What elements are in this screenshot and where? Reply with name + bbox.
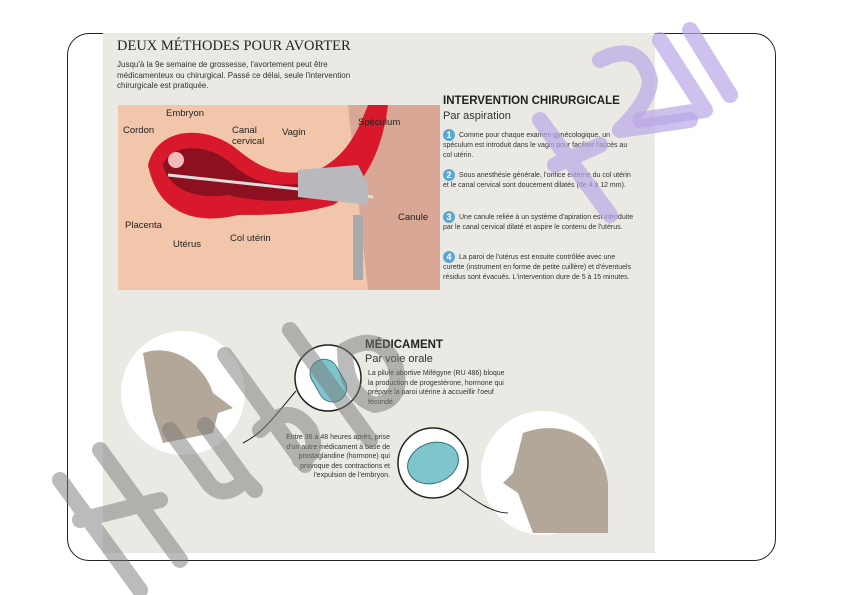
anatomy-illustration <box>148 105 440 290</box>
profile-head-right <box>503 428 608 533</box>
arrow-right <box>457 487 509 514</box>
label-canal-cervical: Canal cervical <box>232 125 265 147</box>
medical-heading: MÉDICAMENT <box>365 339 443 351</box>
label-speculum: Spéculum <box>358 117 401 128</box>
label-uterus: Utérus <box>173 239 201 250</box>
label-cordon: Cordon <box>123 125 155 136</box>
intro-text: Jusqu'à la 9e semaine de grossesse, l'av… <box>117 60 351 90</box>
medical-subheading: Par voie orale <box>365 353 433 365</box>
label-vagin: Vagin <box>282 127 306 138</box>
label-canule: Canule <box>398 212 429 223</box>
label-placenta: Placenta <box>125 220 162 231</box>
surgical-subheading: Par aspiration <box>443 110 511 122</box>
surgical-heading: INTERVENTION CHIRURGICALE <box>443 95 620 107</box>
medical-text-2: Entre 36 à 48 heures après, prise d'un a… <box>286 434 390 479</box>
infographic: DEUX MÉTHODES POUR AVORTER Jusqu'à la 9e… <box>103 33 655 553</box>
label-embryon: Embryon <box>166 108 205 119</box>
medical-text-1: La pilule abortive Mifégyne (RU 486) blo… <box>368 370 505 406</box>
page-title: DEUX MÉTHODES POUR AVORTER <box>117 38 351 54</box>
tablet-icon <box>407 441 459 485</box>
label-col-uterin: Col utérin <box>230 233 271 244</box>
anatomy-diagram: Cordon Embryon Canal cervical Vagin Spéc… <box>118 105 440 290</box>
